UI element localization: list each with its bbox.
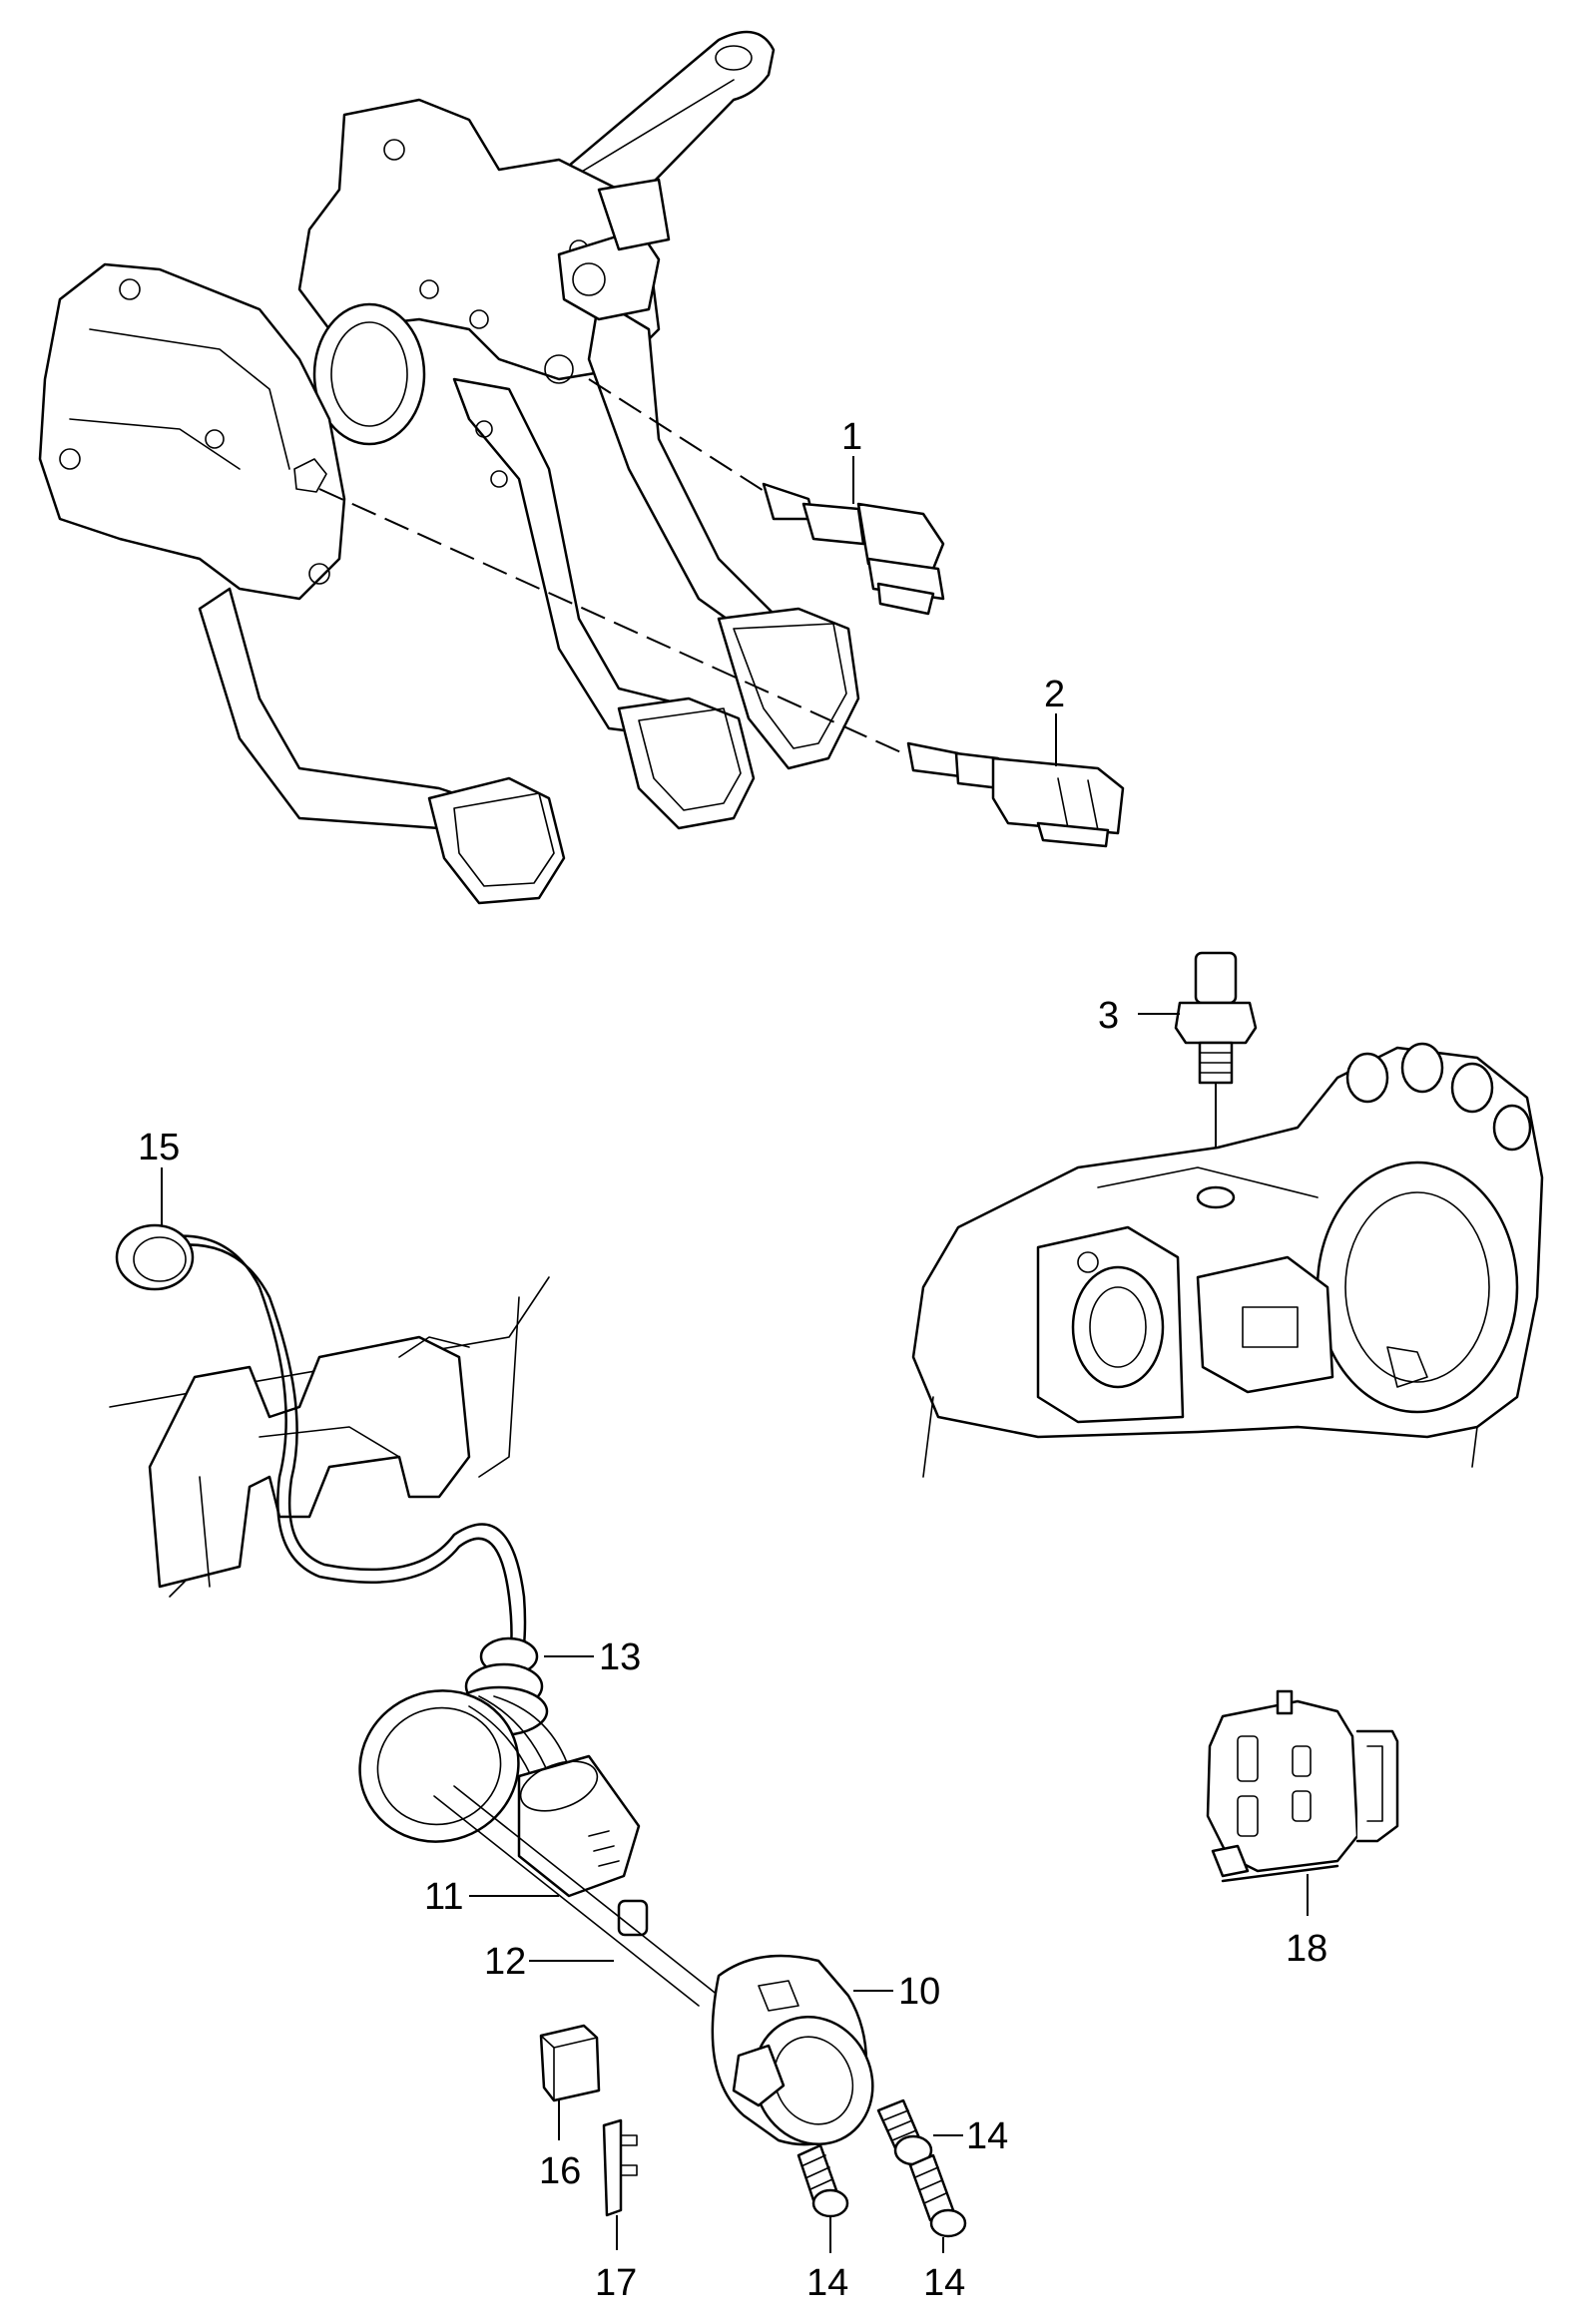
clip-part-17 bbox=[602, 2118, 638, 2217]
callout-13: 13 bbox=[599, 1636, 641, 1678]
callout-2: 2 bbox=[1044, 674, 1065, 715]
connector-part-18 bbox=[1206, 1689, 1399, 1883]
callout-12: 12 bbox=[484, 1941, 526, 1983]
callout-14c: 14 bbox=[923, 2262, 965, 2304]
switch-part-2 bbox=[906, 741, 1125, 848]
callout-11: 11 bbox=[424, 1876, 463, 1918]
transmission-housing bbox=[911, 1042, 1544, 1478]
connector-assembly bbox=[358, 1689, 874, 2146]
callout-3: 3 bbox=[1098, 995, 1119, 1037]
callout-18: 18 bbox=[1286, 1928, 1327, 1970]
callout-17: 17 bbox=[595, 2262, 637, 2304]
callout-14b: 14 bbox=[806, 2262, 848, 2304]
callout-15: 15 bbox=[138, 1127, 180, 1168]
callout-10: 10 bbox=[898, 1971, 940, 2013]
pedal-assembly bbox=[38, 30, 860, 905]
screw-part-14-lower bbox=[908, 2153, 967, 2238]
wiring-bracket bbox=[109, 1223, 550, 1668]
clip-part-16 bbox=[539, 2024, 601, 2102]
callout-16: 16 bbox=[539, 2150, 581, 2192]
sensor-part-3 bbox=[1174, 951, 1258, 1192]
callout-1: 1 bbox=[841, 416, 862, 458]
screw-part-14-right bbox=[876, 2098, 933, 2166]
switch-part-1 bbox=[762, 482, 945, 616]
screw-part-14-middle bbox=[796, 2143, 849, 2218]
callout-14a: 14 bbox=[966, 2115, 1008, 2157]
